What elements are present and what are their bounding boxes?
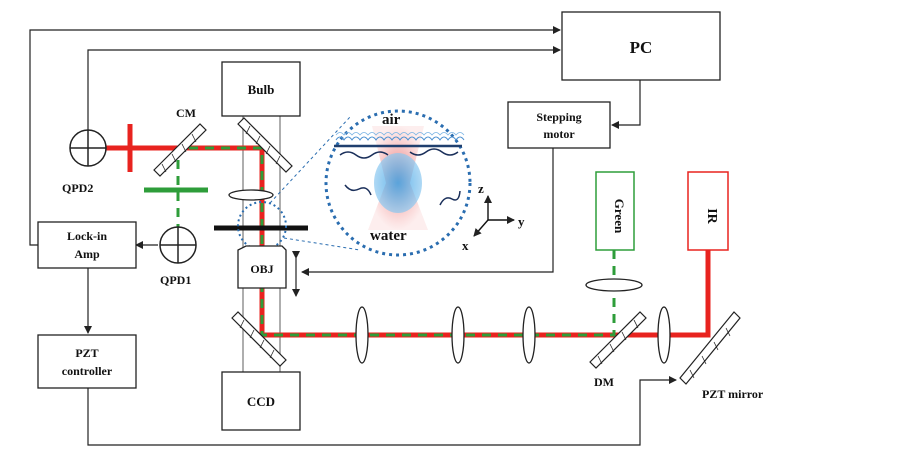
wire-qpd2-to-pc <box>87 46 561 130</box>
wire-pzt-controller-to-pzt-mirror <box>87 376 677 446</box>
axis-z-label: z <box>478 181 484 196</box>
lenses <box>228 189 671 364</box>
ir-lens <box>657 306 671 364</box>
qpd1-detector <box>159 226 197 264</box>
focus-zoom-circle <box>237 201 287 251</box>
mirror-bottom <box>231 311 287 367</box>
axes-glyph: z y x <box>462 181 525 253</box>
interface-inset: air water <box>324 109 472 257</box>
green-laser-box: Green <box>595 171 635 251</box>
qpd1-label: QPD1 <box>160 273 191 287</box>
ir-label: IR <box>704 208 719 224</box>
stepping-motor-label-2: motor <box>543 127 575 141</box>
zoom-line-bottom <box>283 237 361 251</box>
pzt-controller-box: PZT controller <box>37 334 137 389</box>
pzt-controller-label-2: controller <box>62 364 113 378</box>
wire-stepping-motor-to-obj <box>301 148 554 276</box>
pzt-mirror-label: PZT mirror <box>702 387 764 401</box>
green-label: Green <box>612 199 627 234</box>
lens-2 <box>451 306 465 364</box>
pc-label: PC <box>630 38 653 57</box>
wire-lockin-to-pc <box>29 26 561 246</box>
pzt-controller-label-1: PZT <box>75 346 98 360</box>
lens-1 <box>355 306 369 364</box>
axis-x-label: x <box>462 238 469 253</box>
bulb-label: Bulb <box>248 82 275 97</box>
bulb-box: Bulb <box>221 61 301 117</box>
laser-beams <box>100 124 711 338</box>
axis-y-label: y <box>518 214 525 229</box>
air-label: air <box>382 112 401 128</box>
cm-label: CM <box>176 106 196 120</box>
tube-lens <box>228 189 274 201</box>
obj-label: OBJ <box>250 262 273 276</box>
ccd-label: CCD <box>247 394 275 409</box>
lockin-label-2: Amp <box>74 247 100 261</box>
stepping-motor-label-1: Stepping <box>536 110 581 124</box>
green-lens <box>585 278 643 292</box>
mirror-top <box>237 117 293 173</box>
lens-3 <box>522 306 536 364</box>
mirror-dm <box>589 311 647 369</box>
mirror-cm <box>153 123 207 177</box>
stepping-motor-box: Stepping motor <box>507 101 611 149</box>
wire-pc-to-stepping-motor <box>611 80 641 129</box>
signal-wires <box>29 26 677 446</box>
ir-laser-box: IR <box>687 171 729 251</box>
dm-label: DM <box>594 375 614 389</box>
qpd2-detector <box>69 129 107 167</box>
qpd2-label: QPD2 <box>62 181 93 195</box>
lockin-label-1: Lock-in <box>67 229 107 243</box>
water-label: water <box>370 228 407 244</box>
green-beam <box>176 146 616 337</box>
mirror-pzt <box>679 311 741 385</box>
zoom-line-top <box>269 116 351 204</box>
pc-box: PC <box>561 11 721 81</box>
lockin-amp-box: Lock-in Amp <box>37 221 137 269</box>
obj-box: OBJ <box>237 245 287 289</box>
ccd-box: CCD <box>221 371 301 431</box>
